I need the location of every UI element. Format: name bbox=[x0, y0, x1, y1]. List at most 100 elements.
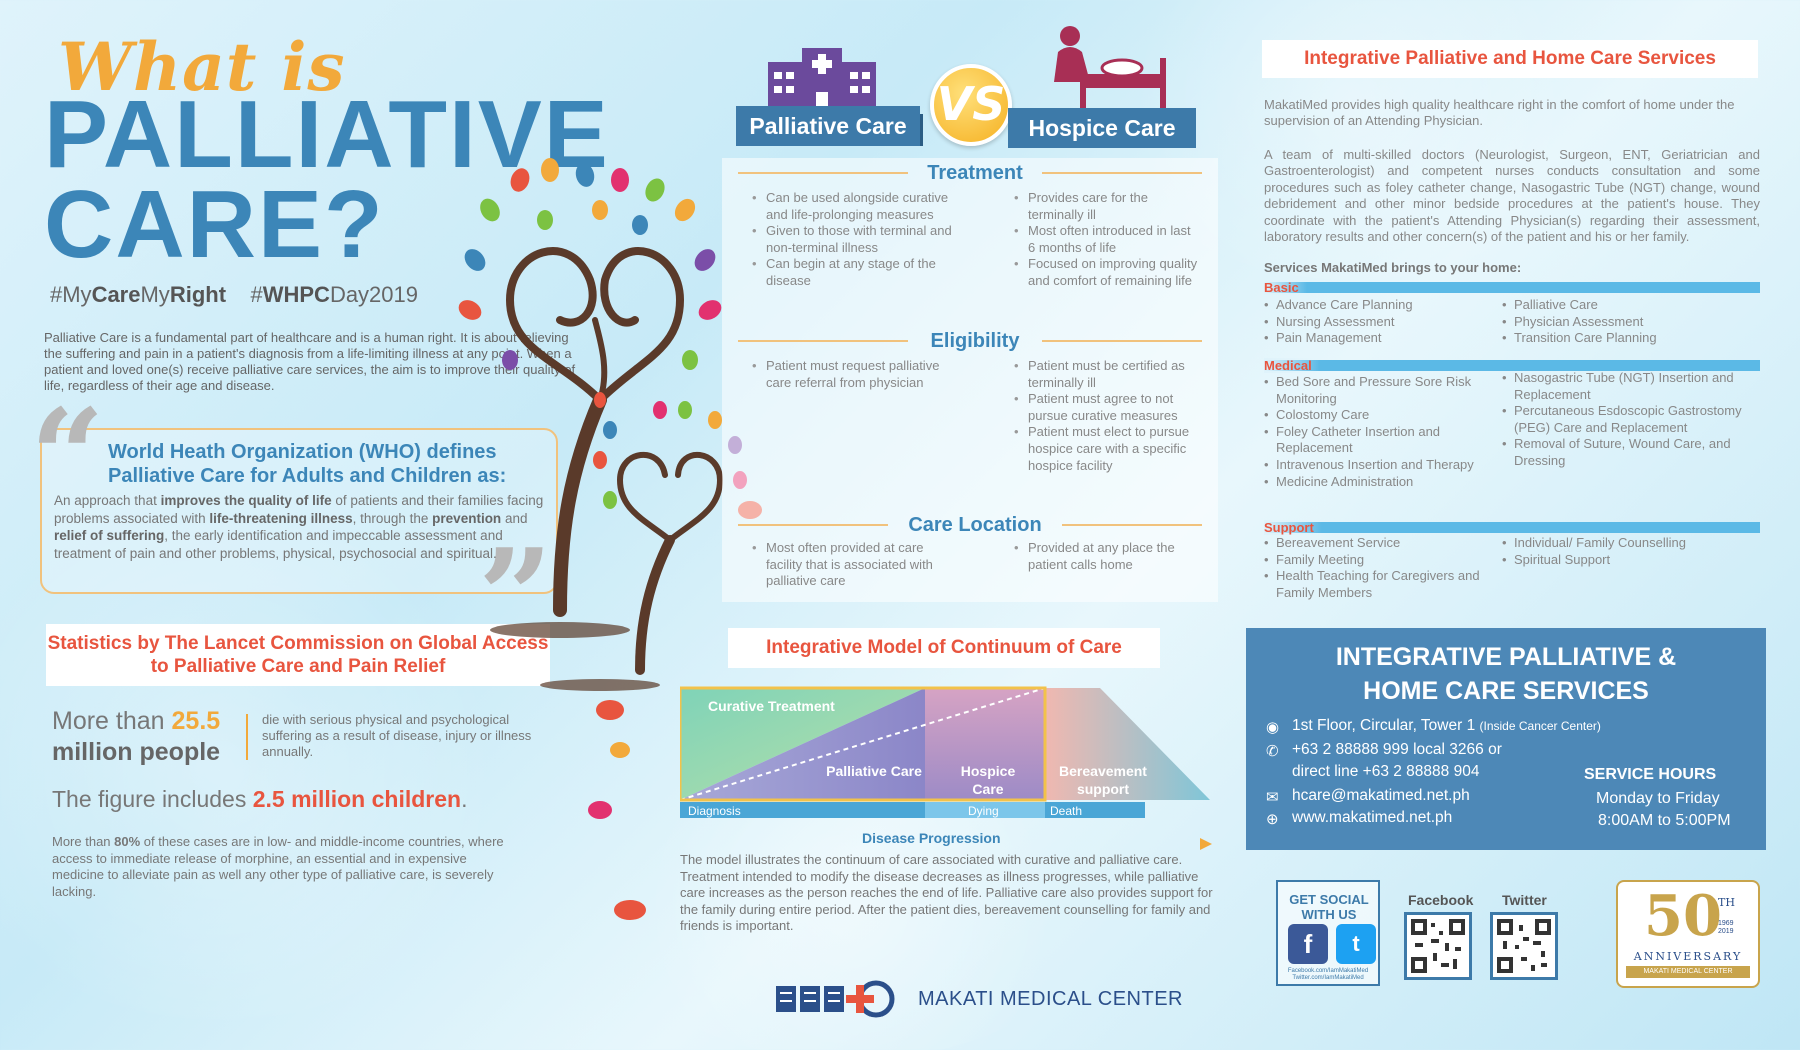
leaf bbox=[588, 801, 612, 819]
list-item: Nasogastric Tube (NGT) Insertion and Rep… bbox=[1502, 370, 1758, 403]
bereavement-label: Bereavement support bbox=[1059, 763, 1147, 797]
hashtag-text: Care bbox=[91, 282, 141, 307]
palliative-care-ribbon: Palliative Care bbox=[736, 106, 923, 146]
list-item: Advance Care Planning bbox=[1264, 297, 1504, 314]
list-item: Can be used alongside curative and life-… bbox=[752, 190, 952, 223]
category-bar bbox=[1264, 522, 1760, 533]
service-hours-days: Monday to Friday bbox=[1596, 790, 1720, 807]
list-item: Focused on improving quality and comfort… bbox=[1014, 256, 1198, 289]
who-text: of patients and their families facing pr… bbox=[54, 493, 544, 526]
section-eligibility-title: Eligibility bbox=[930, 330, 1020, 352]
progression-label: Disease Progression bbox=[862, 830, 1001, 846]
qr-code-icon bbox=[1497, 919, 1551, 973]
services-paragraph-1: MakatiMed provides high quality healthca… bbox=[1264, 97, 1735, 129]
hospice-bed-icon bbox=[1054, 26, 1166, 108]
who-text: life-threatening illness bbox=[209, 510, 353, 526]
leaf bbox=[596, 700, 624, 720]
facebook-handle: Facebook.com/IamMakatiMed bbox=[1287, 968, 1369, 974]
facebook-icon[interactable]: f bbox=[1288, 924, 1328, 964]
who-title: World Heath Organization (WHO) defines P… bbox=[108, 441, 507, 487]
phone-icon: ✆ bbox=[1266, 743, 1279, 760]
anniversary-year: 2019 bbox=[1718, 928, 1734, 935]
divider bbox=[738, 340, 908, 342]
divider bbox=[738, 172, 908, 174]
list-item: Medicine Administration bbox=[1264, 474, 1492, 491]
title-care: CARE? bbox=[44, 171, 385, 278]
category-basic-label: Basic bbox=[1264, 280, 1307, 295]
twitter-handle: Twitter.com/IamMakatiMed bbox=[1292, 975, 1364, 981]
hashtag-text: Day2019 bbox=[329, 282, 419, 307]
list-item: Individual/ Family Counselling bbox=[1502, 535, 1758, 552]
list-item: Pain Management bbox=[1264, 330, 1504, 347]
diagnosis-label: Diagnosis bbox=[688, 804, 741, 818]
facebook-qr-code[interactable] bbox=[1404, 912, 1472, 980]
treatment-palliative-list: Can be used alongside curative and life-… bbox=[752, 190, 952, 290]
twitter-qr-label: Twitter bbox=[1502, 892, 1547, 908]
who-definition-box bbox=[40, 428, 558, 594]
page-title: PALLIATIVE CARE? bbox=[44, 87, 610, 278]
twitter-qr-code[interactable] bbox=[1490, 912, 1558, 980]
list-item: Provided at any place the patient calls … bbox=[1014, 540, 1198, 573]
divider bbox=[1042, 340, 1202, 342]
basic-services-right: Palliative Care Physician Assessment Tra… bbox=[1502, 297, 1758, 347]
stat-text: The figure includes bbox=[52, 786, 253, 812]
who-body: An approach that improves the quality of… bbox=[54, 492, 554, 562]
hospice-label: Hospice Care bbox=[960, 763, 1016, 797]
list-item: Colostomy Care bbox=[1264, 407, 1492, 424]
category-medical-label: Medical bbox=[1264, 358, 1320, 373]
anniversary-th: TH bbox=[1718, 896, 1735, 909]
facebook-qr-label: Facebook bbox=[1408, 892, 1474, 908]
anniversary-year: 1969 bbox=[1718, 920, 1734, 927]
globe-icon: ⊕ bbox=[1266, 811, 1279, 828]
services-title: Integrative Palliative and Home Care Ser… bbox=[1262, 40, 1758, 78]
list-item: Patient must agree to not pursue curativ… bbox=[1014, 391, 1198, 424]
hashtag-text: #My bbox=[50, 282, 92, 307]
anniversary-org: MAKATI MEDICAL CENTER bbox=[1626, 966, 1750, 978]
stat-text: million people bbox=[52, 738, 221, 766]
anniversary-number: 50 bbox=[1644, 883, 1722, 949]
support-services-left: Bereavement Service Family Meeting Healt… bbox=[1264, 535, 1504, 601]
dying-label: Dying bbox=[968, 804, 999, 818]
continuum-description: The model illustrates the continuum of c… bbox=[680, 852, 1213, 933]
email-icon: ✉ bbox=[1266, 789, 1279, 806]
service-hours-time: 8:00AM to 5:00PM bbox=[1598, 812, 1731, 829]
list-item: Percutaneous Esdoscopic Gastrostomy (PEG… bbox=[1502, 403, 1758, 436]
hospice-care-ribbon: Hospice Care bbox=[1008, 108, 1196, 148]
support-services-right: Individual/ Family Counselling Spiritual… bbox=[1502, 535, 1758, 568]
category-bar bbox=[1264, 360, 1760, 371]
email-link[interactable]: hcare@makatimed.net.ph bbox=[1292, 787, 1470, 804]
medical-services-left: Bed Sore and Pressure Sore Risk Monitori… bbox=[1264, 374, 1492, 490]
contact-box bbox=[1246, 628, 1766, 850]
qr-code-icon bbox=[1411, 919, 1465, 973]
who-text: improves the quality of life bbox=[160, 493, 332, 508]
phone-line-1: +63 2 88888 999 local 3266 or bbox=[1292, 741, 1502, 758]
twitter-icon[interactable]: t bbox=[1336, 924, 1376, 964]
medical-services-right: Nasogastric Tube (NGT) Insertion and Rep… bbox=[1502, 370, 1758, 470]
website-link[interactable]: www.makatimed.net.ph bbox=[1292, 809, 1453, 826]
quote-open-icon: “ bbox=[30, 380, 105, 533]
who-text: relief of suffering bbox=[54, 528, 165, 543]
address-note: (Inside Cancer Center) bbox=[1479, 719, 1601, 733]
makati-med-logo bbox=[776, 980, 895, 1018]
list-item: Physician Assessment bbox=[1502, 314, 1758, 331]
eligibility-palliative-list: Patient must request palliative care ref… bbox=[752, 358, 952, 391]
who-text: , through the bbox=[352, 510, 433, 526]
stat-number: 25.5 bbox=[171, 707, 221, 735]
category-bar bbox=[1264, 282, 1760, 293]
anniversary-word: ANNIVERSARY bbox=[1633, 950, 1743, 963]
curative-label: Curative Treatment bbox=[708, 698, 835, 714]
bg-swirl bbox=[0, 520, 520, 1020]
get-social-label: GET SOCIAL WITH US bbox=[1289, 892, 1369, 922]
falling-leaves bbox=[588, 700, 646, 920]
death-label: Death bbox=[1050, 804, 1083, 818]
list-item: Removal of Suture, Wound Care, and Dress… bbox=[1502, 436, 1758, 469]
stat-text: . bbox=[461, 786, 468, 812]
address: 1st Floor, Circular, Tower 1 (Inside Can… bbox=[1292, 716, 1601, 736]
service-hours-title: SERVICE HOURS bbox=[1584, 766, 1717, 783]
stat-text: More than bbox=[52, 707, 172, 735]
stat-text: of these cases are in low- and middle-in… bbox=[52, 834, 504, 899]
list-item: Provides care for the terminally ill bbox=[1014, 190, 1198, 223]
list-item: Intravenous Insertion and Therapy bbox=[1264, 457, 1492, 474]
intro-paragraph: Palliative Care is a fundamental part of… bbox=[44, 330, 576, 393]
list-item: Most often provided at care facility tha… bbox=[752, 540, 952, 590]
